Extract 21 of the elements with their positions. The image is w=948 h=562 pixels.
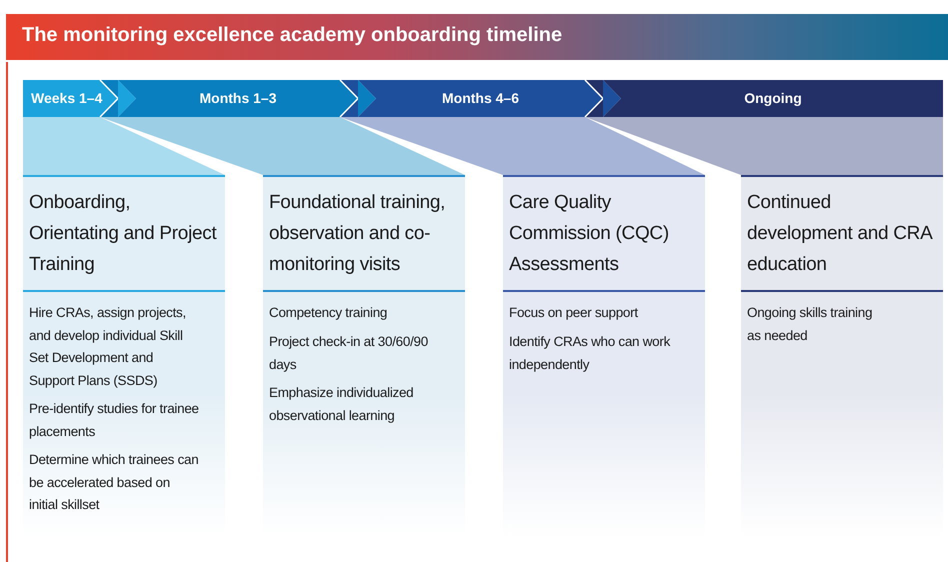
column-heading: Care Quality Commission (CQC) Assessments xyxy=(509,191,670,277)
bullet-text: Competency training xyxy=(269,304,388,322)
bullet-text: Pre-identify studies for trainee placements xyxy=(29,400,199,441)
phase-label: Months 1–3 xyxy=(198,90,278,106)
column-heading: Foundational training, observation and co-monitoring visits xyxy=(269,191,446,277)
bullet-text: Focus on peer support xyxy=(509,304,639,322)
column-heading: Continued development and CRA education xyxy=(747,191,933,277)
bullet-text: Identify CRAs who can work independently xyxy=(509,333,672,374)
funnel-shape xyxy=(585,117,943,175)
funnel-shape xyxy=(340,117,705,175)
phase-label: Weeks 1–4 xyxy=(31,90,100,106)
bullet-text: Ongoing skills training as needed xyxy=(747,304,874,344)
phase-label: Ongoing xyxy=(743,90,803,106)
bullet-text: Emphasize individualized observational learning xyxy=(269,384,414,425)
column-heading: Onboarding, Orientating and Project Training xyxy=(29,191,218,277)
title-text: The monitoring excellence academy onboarding timeline xyxy=(22,24,562,47)
funnel-shape xyxy=(100,117,465,175)
bullet-text: Hire CRAs, assign projects, and develop individual Skill Set Development and Support Plans (SSDS) xyxy=(29,304,187,390)
phase-label: Months 4–6 xyxy=(440,90,520,106)
bullet-text: Determine which trainees can be accelerated based on initial skillset xyxy=(29,451,199,514)
bullet-text: Project check-in at 30/60/90 days xyxy=(269,333,429,374)
